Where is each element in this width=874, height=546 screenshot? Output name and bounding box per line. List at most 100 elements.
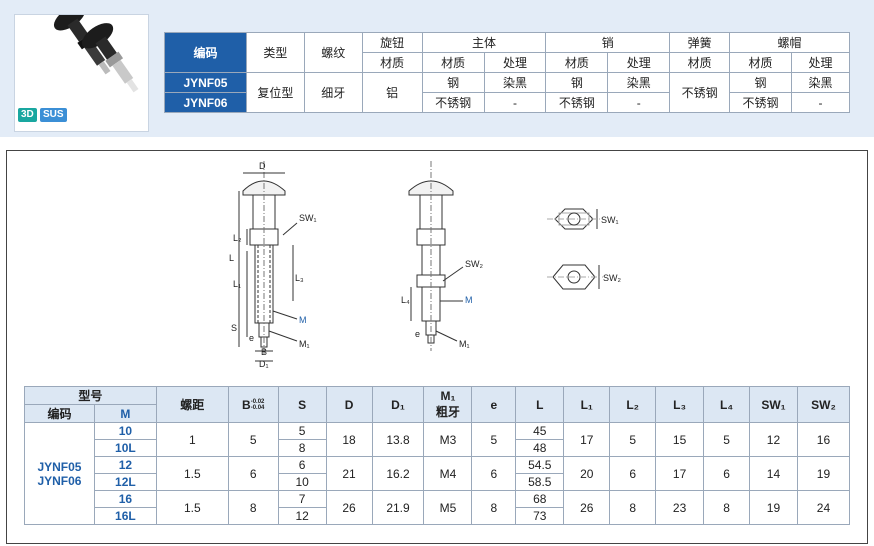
label-L3: L₃ [295,273,304,283]
cell-L: 54.5 [515,456,565,474]
cell-S: 5 [277,422,327,440]
label-B: B [261,347,267,357]
label-SW2-hex: SW₂ [603,273,621,283]
spec-header-spring: 弹簧 [669,32,731,53]
spec-nut-material: 钢 [729,72,792,93]
spec-body-treatment: - [483,92,547,113]
spec-body-treatment: 染黑 [483,72,547,93]
cell-M1: M3 [423,422,473,457]
spec-sub-treatment: 处理 [483,52,547,73]
spec-body-material: 不锈钢 [421,92,485,113]
product-thumbnail [14,5,149,132]
cell-D1: 16.2 [371,456,425,491]
header-L: L [515,386,565,423]
spec-nut-treatment: - [791,92,850,113]
spec-pin-material: 钢 [545,72,609,93]
cell-SW2: 19 [796,456,851,491]
label-SW2: SW₂ [465,259,483,269]
cell-S: 7 [277,490,327,508]
spec-pin-treatment: 染黑 [607,72,671,93]
label-L: L [229,253,234,263]
label-L1: L₁ [233,279,241,289]
header-D1: D₁ [371,386,425,423]
header-model: 型号 [24,386,157,405]
spec-header-knob: 旋钮 [361,32,423,53]
cell-SW1: 14 [749,456,798,491]
spec-sub-treatment: 处理 [791,52,850,73]
cell-e: 8 [471,490,517,525]
spec-sub-treatment: 处理 [607,52,671,73]
spec-nut-treatment: 染黑 [791,72,850,93]
label-L4: L₄ [401,295,410,305]
header-L3: L₃ [655,386,705,423]
label-M-right: M [465,295,473,305]
cell-SW2: 16 [796,422,851,457]
label-D1: D₁ [259,359,269,369]
cell-D1: 13.8 [371,422,425,457]
cell-S: 12 [277,507,327,525]
cell-L4: 8 [703,490,750,525]
cell-B: 8 [227,490,279,525]
header-B: B-0.02-0.04 [227,386,279,423]
spec-header-pin: 销 [545,32,671,53]
spec-nut-material: 不锈钢 [729,92,792,113]
cell-L: 68 [515,490,565,508]
label-e-right: e [415,329,420,339]
header-L4: L₄ [703,386,750,423]
label-S: S [231,323,237,333]
header-S: S [277,386,327,423]
cell-M: 10L [93,439,157,457]
table-row: 10L 8 48 [25,439,850,457]
spec-pin-material: 不锈钢 [545,92,609,113]
cell-D: 21 [325,456,373,491]
spec-spring-material: 不锈钢 [669,72,731,113]
cell-M: 12 [93,456,157,474]
label-M-left: M [299,315,307,325]
cell-L1: 17 [563,422,611,457]
cell-L3: 17 [655,456,705,491]
spec-header-thread: 螺纹 [303,32,363,73]
spec-table: 编码 类型 螺纹 旋钮 主体 销 弹簧 螺帽 材质 材质 处理 材质 处理 材质… [164,32,850,113]
cell-L1: 26 [563,490,611,525]
cell-S: 6 [277,456,327,474]
spec-sub-material: 材质 [361,52,423,73]
cell-L4: 5 [703,422,750,457]
spec-header-body: 主体 [421,32,547,53]
spec-header-nut: 螺帽 [729,32,850,53]
cell-M1: M4 [423,456,473,491]
spec-header-code: 编码 [164,32,247,73]
cell-L2: 8 [609,490,657,525]
technical-drawing: D SW₁ L₂ L L₁ L₃ M S e M₁ B D₁ SW₂ L₄ M … [229,161,621,369]
cell-pitch: 1.5 [155,456,229,491]
cell-L2: 6 [609,456,657,491]
cell-S: 10 [277,473,327,491]
cell-L: 45 [515,422,565,440]
header-B-tol-lower: -0.04 [250,405,265,412]
cell-B: 5 [227,422,279,457]
cell-S: 8 [277,439,327,457]
spec-thread-cell: 细牙 [303,72,363,113]
label-M1-left: M₁ [299,339,310,349]
spec-code-cell: JYNF06 [164,92,247,113]
cell-L: 48 [515,439,565,457]
spec-pin-treatment: - [607,92,671,113]
header-code: 编码 [24,404,95,423]
spec-sub-material: 材质 [669,52,731,73]
spec-sub-material: 材质 [729,52,792,73]
header-L2: L₂ [609,386,657,423]
spec-sub-material: 材质 [545,52,609,73]
header-L1: L₁ [563,386,611,423]
label-SW1-hex: SW₁ [601,215,619,225]
spec-body-material: 钢 [421,72,485,93]
badge-sus: SUS [40,108,67,122]
cell-D: 26 [325,490,373,525]
label-L2: L₂ [233,233,242,243]
header-D: D [325,386,373,423]
cell-D1: 21.9 [371,490,425,525]
cell-SW1: 19 [749,490,798,525]
